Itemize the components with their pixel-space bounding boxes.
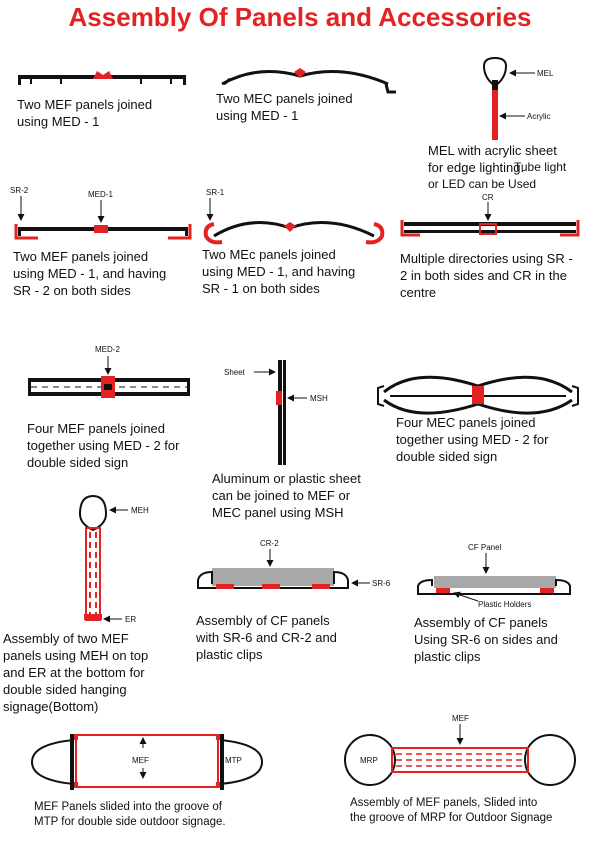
label-sr6: SR-6 (372, 579, 391, 588)
label-mef-mtp: MEF (132, 756, 149, 765)
diagram-cf-sr6-cr2 (197, 549, 370, 589)
page-title: Assembly Of Panels and Accessories (68, 2, 532, 32)
label-meh: MEH (131, 506, 149, 515)
diagram-mef-med1 (18, 71, 186, 85)
label-cr: CR (482, 193, 494, 202)
label-med2: MED-2 (95, 345, 120, 354)
diagram-mec-sr1 (203, 198, 385, 245)
diagram-mef-mtp (30, 734, 264, 790)
label-msh: MSH (310, 394, 328, 403)
caption-multiple-directories: Multiple directories using SR -2 in both… (400, 251, 573, 300)
diagram-mef-mrp (344, 724, 576, 786)
label-mtp: MTP (225, 756, 242, 765)
diagram-mef-sr2 (14, 196, 192, 240)
diagram-multiple-directories (400, 202, 580, 237)
diagram-sheet-msh (254, 360, 307, 465)
label-mrp: MRP (360, 756, 378, 765)
diagram-four-mef-med2 (28, 356, 190, 398)
label-plastic-holders: Plastic Holders (478, 600, 532, 609)
label-cf-panel: CF Panel (468, 543, 502, 552)
label-med1: MED-1 (88, 190, 113, 199)
label-sr1: SR-1 (206, 188, 225, 197)
label-er: ER (125, 615, 137, 624)
label-cr2: CR-2 (260, 539, 279, 548)
diagram-meh-er (78, 494, 128, 623)
caption-tube-light-2: or LED can be Used (428, 177, 537, 191)
label-mef-mrp: MEF (452, 714, 469, 723)
diagram-cf-plastic-holders (417, 553, 571, 602)
label-sheet: Sheet (224, 368, 245, 377)
label-acrylic: Acrylic (527, 112, 551, 121)
diagram-mec-med1 (221, 68, 396, 94)
diagram-mel-acrylic (482, 56, 535, 140)
caption-tube-light: Tube light (514, 160, 567, 174)
label-sr2: SR-2 (10, 186, 29, 195)
label-mel: MEL (537, 69, 554, 78)
diagram-four-mec-med2 (377, 375, 579, 415)
